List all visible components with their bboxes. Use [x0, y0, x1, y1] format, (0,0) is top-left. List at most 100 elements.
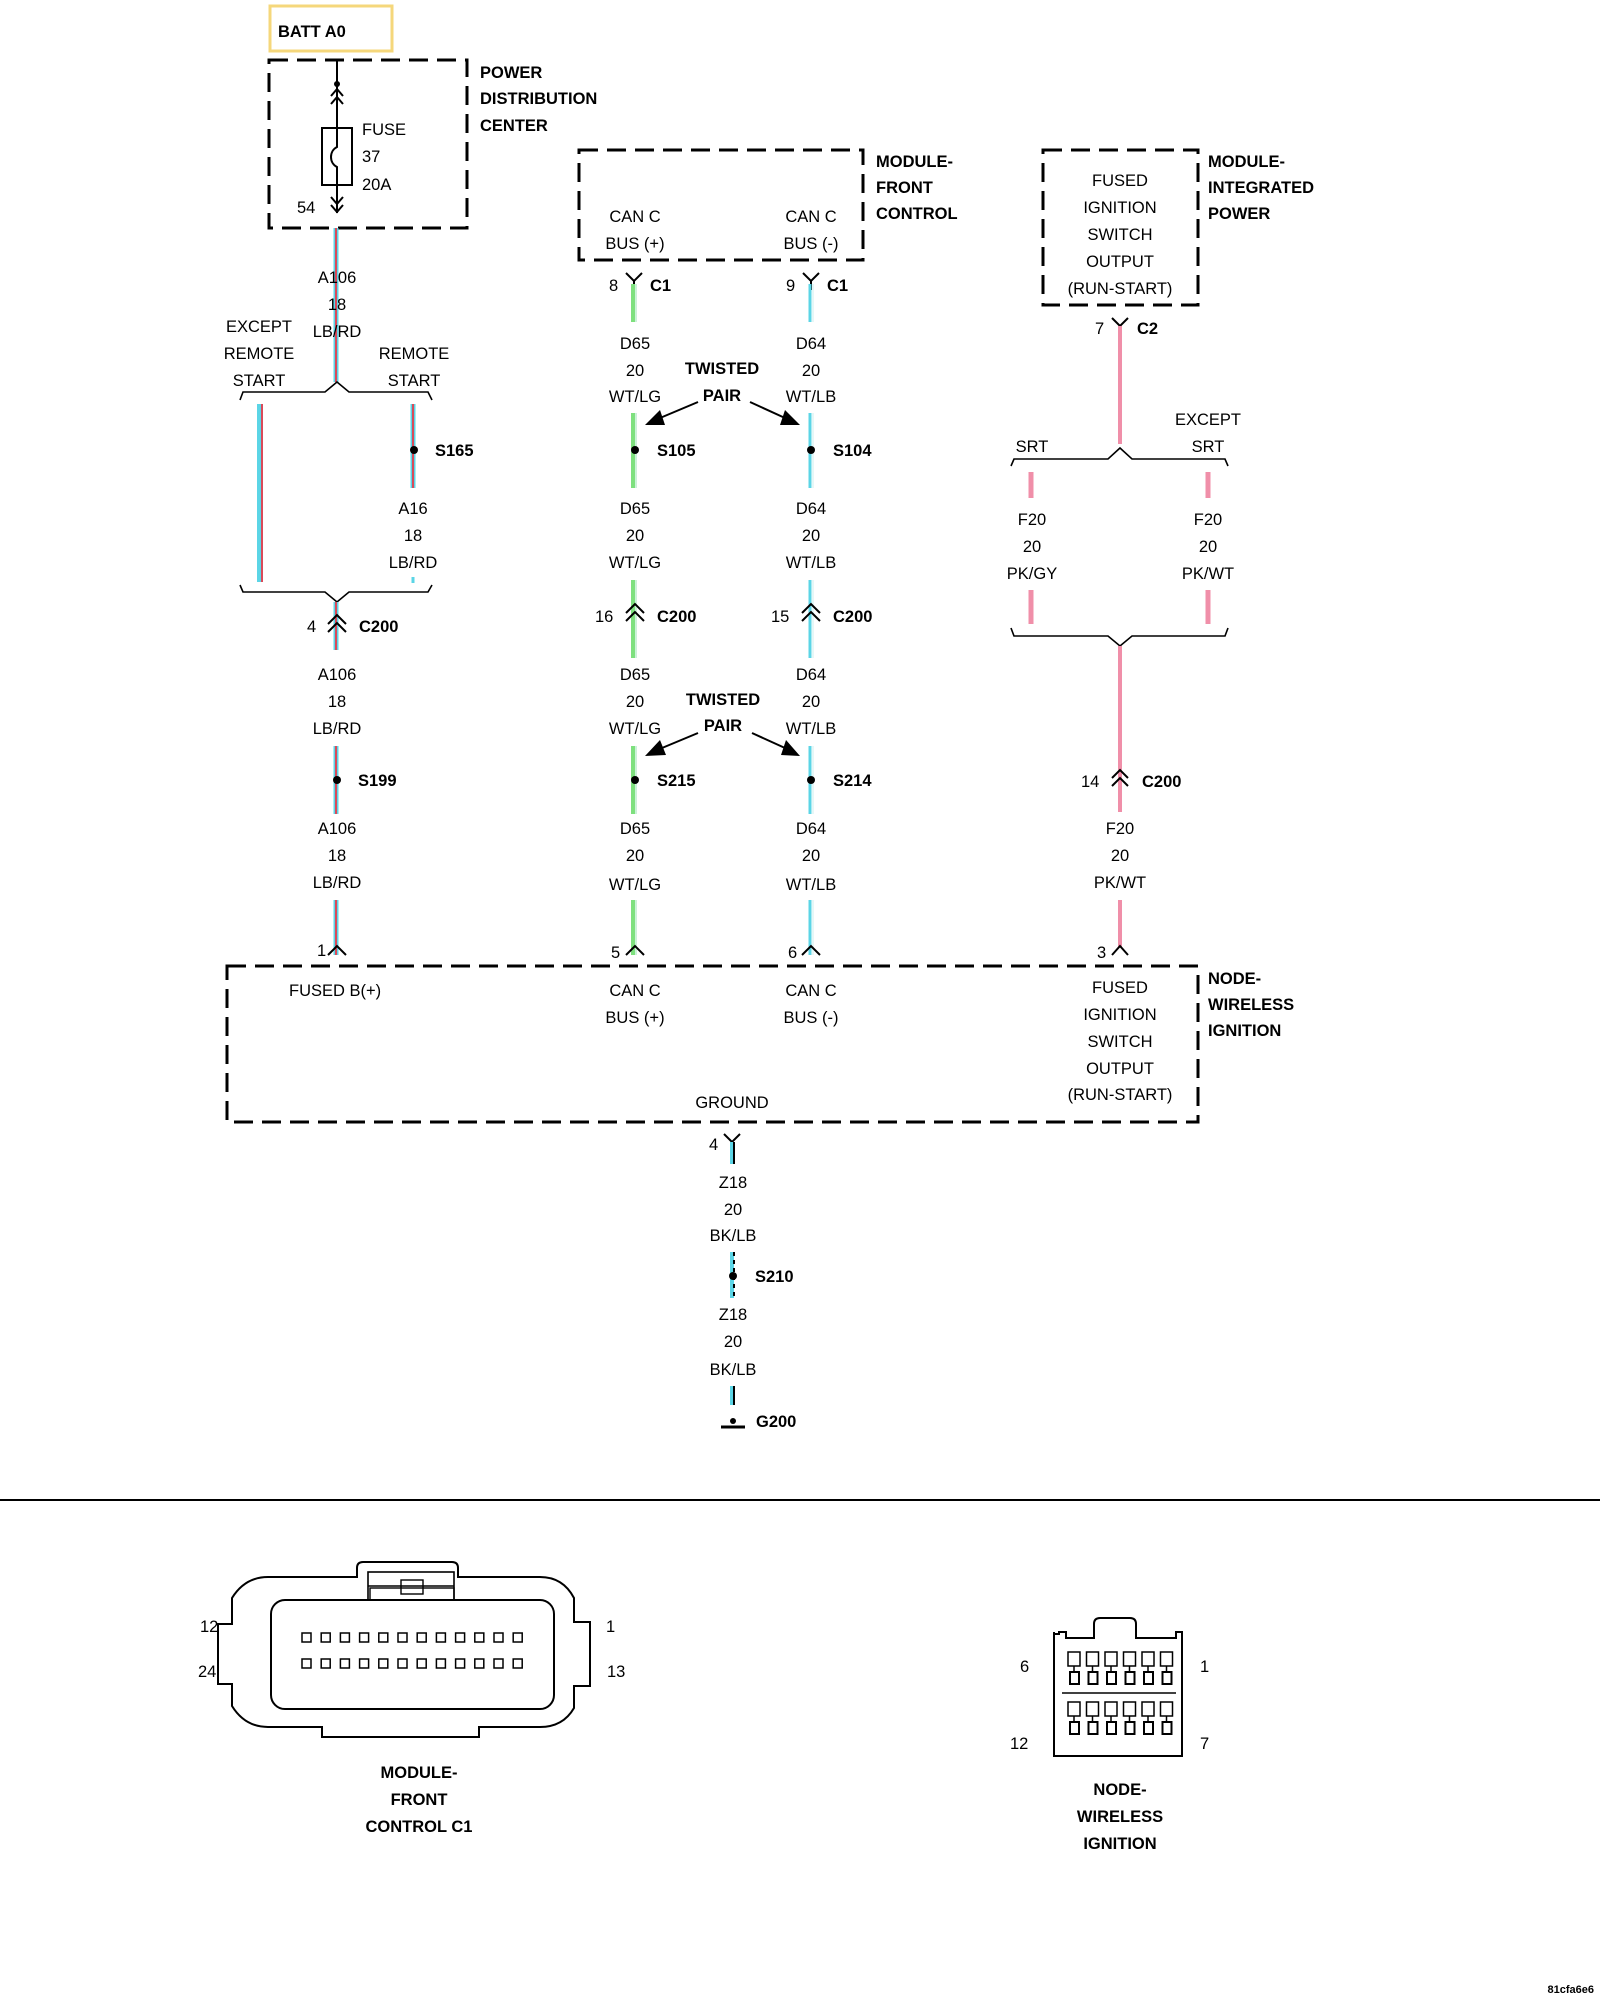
srt-split-top	[1010, 446, 1229, 467]
ground-dot	[730, 1418, 736, 1424]
nwi-pin-cavity	[1067, 1701, 1081, 1717]
wire-a106-mid-gauge: 18	[328, 693, 346, 711]
mfc-c1-pin-cavity	[474, 1632, 485, 1643]
mfc-c1-pin-cavity	[454, 1632, 466, 1643]
nwi-pin6-line-2: BUS (-)	[784, 1009, 839, 1027]
splice-s165: S165	[435, 442, 474, 460]
wire-d65-3-color: WT/LG	[609, 720, 661, 738]
option-except-remote-start-3: START	[233, 372, 286, 390]
nwi-pin5-line-1: CAN C	[609, 982, 660, 1000]
option-except-remote-start-2: REMOTE	[224, 345, 295, 363]
splice-s215-dot	[631, 776, 639, 784]
mfc-pin-plus-1: CAN C	[609, 208, 660, 226]
wire-d64-1-circuit: D64	[796, 335, 826, 353]
wire-f20-except-circuit: F20	[1194, 511, 1222, 529]
mfc-c1-pin-cavity	[435, 1632, 447, 1643]
nwi-title-2: WIRELESS	[1208, 996, 1294, 1014]
mfc-c1-pin-cavity	[397, 1658, 408, 1669]
wire-d64-4-gauge: 20	[802, 847, 820, 865]
mfc-c1-title-2: FRONT	[391, 1791, 448, 1809]
wire-d64-3-circuit: D64	[796, 666, 826, 684]
mfc-c1-pin-13: 13	[607, 1663, 625, 1681]
splice-s210: S210	[755, 1268, 794, 1286]
twisted-pair-2-line2: PAIR	[704, 717, 742, 735]
pdc-title-2: DISTRIBUTION	[480, 90, 597, 108]
mfc-c1-pin-cavity	[397, 1632, 408, 1643]
splice-s105-dot	[631, 446, 639, 454]
twisted-pair-2-line1: TWISTED	[686, 691, 760, 709]
wire-d65-2-circuit: D65	[620, 500, 650, 518]
nwi-pin5-line-2: BUS (+)	[605, 1009, 664, 1027]
mfc-c1-pin-cavity	[358, 1658, 370, 1669]
nwi-pin-cavity	[1085, 1701, 1100, 1717]
mfc-c1-pin-cavity	[416, 1632, 427, 1643]
mfc-c1-pin-cavity	[339, 1658, 351, 1669]
wire-d65-3-gauge: 20	[626, 693, 644, 711]
c200-label-f20: C200	[1142, 773, 1181, 791]
mfc-c1-pin-cavity	[493, 1658, 504, 1669]
mip-title-3: POWER	[1208, 205, 1270, 223]
mfc-c1-minus-pin: 9	[786, 277, 795, 295]
nwi-pin3-line-3: SWITCH	[1087, 1033, 1152, 1051]
mip-c2-name: C2	[1137, 320, 1158, 338]
nwi-connector-icon	[1053, 1617, 1183, 1757]
nwi-pin-cavity	[1159, 1701, 1174, 1717]
nwi-pin-cavity	[1141, 1701, 1155, 1717]
nwi-pin-terminal	[1069, 1671, 1080, 1685]
nwi-pin-terminal	[1124, 1671, 1136, 1685]
splice-s199-dot	[333, 776, 341, 784]
wire-f20-srt-gauge: 20	[1023, 538, 1041, 556]
nwi-title-3: IGNITION	[1208, 1022, 1281, 1040]
splice-s165-dot	[410, 446, 418, 454]
wire-d64-1-gauge: 20	[802, 362, 820, 380]
mfc-c1-pin-cavity	[301, 1632, 312, 1643]
mfc-c1-pin-cavity	[320, 1632, 331, 1643]
mfc-title-3: CONTROL	[876, 205, 958, 223]
nwi-pin3-line-1: FUSED	[1092, 979, 1148, 997]
mfc-pin-minus-1: CAN C	[785, 208, 836, 226]
splice-s215: S215	[657, 772, 696, 790]
wire-d65-4-color: WT/LG	[609, 876, 661, 894]
nwi-pin-cavity	[1067, 1651, 1081, 1667]
mfc-c1-minus-name: C1	[827, 277, 848, 295]
pdc-title-1: POWER	[480, 64, 542, 82]
c200-label-d64: C200	[833, 608, 872, 626]
nwi-pin6-number: 6	[788, 944, 797, 962]
nwi-title-1: NODE-	[1208, 970, 1261, 988]
nwi-pin-terminal	[1161, 1671, 1173, 1685]
mfc-c1-title-3: CONTROL C1	[366, 1818, 473, 1836]
nwi-pin-terminal	[1069, 1721, 1080, 1735]
wire-a106-top-circuit: A106	[318, 269, 357, 287]
nwi-pin-cavity	[1122, 1701, 1137, 1717]
wire-z18-1-color: BK/LB	[710, 1227, 757, 1245]
mfc-c1-pin-24: 24	[198, 1663, 216, 1681]
wire-d64-4-circuit: D64	[796, 820, 826, 838]
mip-box	[1041, 148, 1200, 307]
mfc-c1-pin-cavity	[339, 1632, 351, 1643]
wire-z18-1-circuit: Z18	[719, 1174, 747, 1192]
nwi-view-title-1: NODE-	[1093, 1781, 1146, 1799]
mip-title-2: INTEGRATED	[1208, 179, 1314, 197]
nwi-pin3-number: 3	[1097, 944, 1106, 962]
wire-a16-color: LB/RD	[389, 554, 438, 572]
mip-pin-line-3: SWITCH	[1087, 226, 1152, 244]
wire-a106-top-gauge: 18	[328, 296, 346, 314]
mfc-c1-pin-cavity	[358, 1632, 370, 1643]
pdc-box	[267, 58, 469, 230]
mip-c2-pin: 7	[1095, 320, 1104, 338]
battery-label: BATT A0	[278, 23, 346, 41]
mfc-c1-pin-cavity	[378, 1632, 389, 1643]
mfc-c1-pin-cavity	[378, 1658, 389, 1669]
c200-label-d65: C200	[657, 608, 696, 626]
wire-d65-2-gauge: 20	[626, 527, 644, 545]
nwi-pin-terminal	[1106, 1721, 1117, 1735]
pdc-title-3: CENTER	[480, 117, 548, 135]
wire-d65-4-gauge: 20	[626, 847, 644, 865]
wire-a106-mid-circuit: A106	[318, 666, 357, 684]
splice-s199: S199	[358, 772, 397, 790]
wire-a106-mid-color: LB/RD	[313, 720, 362, 738]
c200-pin-f20: 14	[1081, 773, 1099, 791]
splice-s214-dot	[807, 776, 815, 784]
mip-pin-line-4: OUTPUT	[1086, 253, 1154, 271]
